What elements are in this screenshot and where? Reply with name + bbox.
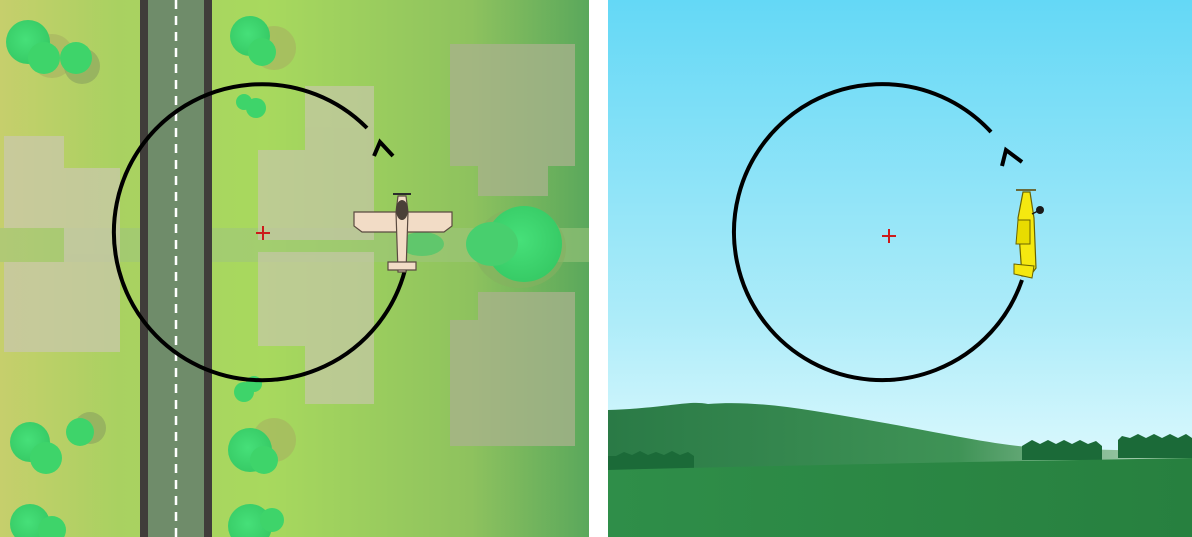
ground	[608, 458, 1192, 537]
runway	[140, 0, 212, 537]
flight-path-circle	[732, 82, 1024, 383]
side-view-scene	[608, 0, 1192, 537]
forest-right	[1022, 434, 1192, 460]
buildings-center	[258, 86, 374, 404]
airplane-side-view-icon	[1013, 189, 1044, 279]
crosshair-plus-icon	[882, 229, 896, 243]
buildings-right	[450, 44, 575, 446]
tree-cluster-bc	[228, 376, 296, 537]
tree-right	[466, 206, 566, 288]
side-view-panel	[608, 0, 1192, 537]
airplane-top-view-icon	[353, 193, 453, 273]
top-view-panel	[0, 0, 589, 537]
tree-cluster-bl	[10, 412, 106, 537]
crosshair-plus-icon	[256, 226, 270, 240]
tree-cluster-tc	[230, 16, 296, 118]
arrowhead-icon	[372, 138, 395, 158]
top-view-scene	[0, 0, 589, 537]
trees	[6, 16, 566, 537]
tree-cluster-tl	[6, 20, 100, 84]
buildings-left	[4, 136, 120, 352]
forest-left	[608, 451, 694, 470]
arrowhead-icon	[1000, 146, 1024, 167]
flight-path-circle	[111, 82, 407, 383]
